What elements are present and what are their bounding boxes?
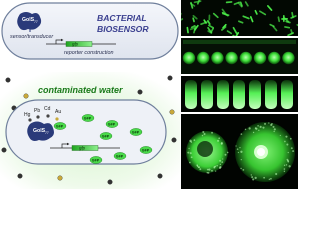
- gfp-label: GFP: [56, 125, 64, 129]
- metal-ion-dots: [1, 75, 177, 185]
- bottom-protein-label: GolS: [33, 128, 46, 134]
- agar-plate-colonies-fluorescence: [181, 114, 298, 189]
- sensor-transducer-label: sensor/transducer: [10, 34, 53, 40]
- metal-label-au: Au: [55, 109, 61, 115]
- bottom-protein-subscript: 77: [45, 131, 49, 135]
- top-protein-subscript: 77: [34, 20, 38, 24]
- reporter-gene-construct: [46, 38, 116, 47]
- test-tubes-fluorescence: [181, 76, 298, 112]
- gfp-protein-icon: GFP: [113, 152, 127, 160]
- top-gene-label: gfp: [72, 42, 79, 47]
- golS-protein-icon: [17, 12, 42, 31]
- gfp-protein-icon: GFP: [89, 156, 103, 164]
- gfp-label: GFP: [116, 155, 124, 159]
- metal-label-pb: Pb: [34, 108, 40, 114]
- gfp-protein-icon: GFP: [53, 122, 67, 130]
- bottom-reporter-gene-construct: [50, 142, 120, 151]
- gfp-protein-icon: GFP: [99, 132, 113, 140]
- microplate-wells-fluorescence: [181, 38, 298, 74]
- fluorescent-bacteria-micrograph: [181, 0, 298, 36]
- gfp-label: GFP: [108, 123, 116, 127]
- bottom-gene-label: gfp: [79, 146, 86, 151]
- gfp-protein-icon: GFP: [81, 114, 95, 122]
- top-bacterial-cell: GolS 77 sensor/transducer BACTERIAL BIOS…: [1, 2, 179, 60]
- gfp-label: GFP: [84, 117, 92, 121]
- gfp-label: GFP: [132, 131, 140, 135]
- reporter-construction-label: reporter construction: [64, 50, 113, 56]
- gfp-label: GFP: [102, 135, 110, 139]
- gfp-protein-group: GFP GFP GFP GFP GFP GFP GFP GFP: [53, 114, 153, 164]
- gfp-protein-icon: GFP: [139, 146, 153, 154]
- metal-label-cd: Cd: [44, 106, 51, 112]
- metal-label-hg: Hg: [24, 112, 31, 118]
- gfp-label: GFP: [142, 149, 150, 153]
- gfp-protein-icon: GFP: [129, 128, 143, 136]
- biosensor-schematic: GolS 77 sensor/transducer BACTERIAL BIOS…: [0, 2, 180, 189]
- gfp-label: GFP: [92, 159, 100, 163]
- bottom-bacterial-cell: Hg Pb Cd Au GolS 77 gfp GFPGFPGFPGFPGFPG…: [5, 99, 167, 165]
- top-protein-label: GolS: [22, 17, 35, 23]
- title-line2: BIOSENSOR: [97, 24, 149, 34]
- title-line1: BACTERIAL: [97, 13, 147, 23]
- contaminated-water-label: contaminated water: [38, 85, 123, 95]
- gfp-protein-icon: GFP: [105, 120, 119, 128]
- bottom-golS-protein-icon: [27, 121, 54, 141]
